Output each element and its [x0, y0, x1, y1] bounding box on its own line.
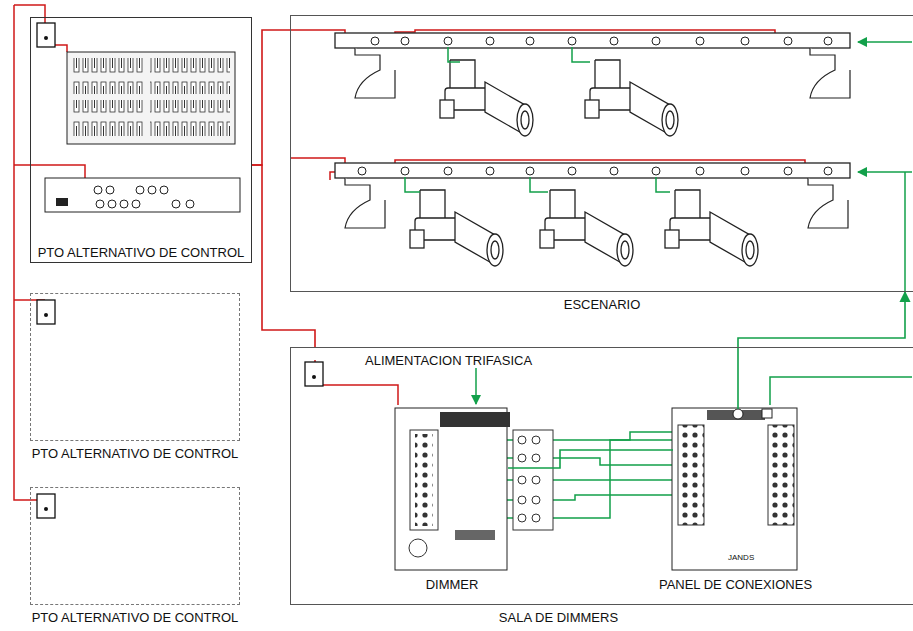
brand-label: JANDS: [728, 553, 754, 562]
power-cable: [738, 292, 905, 409]
area-label: SALA DE DIMMERS: [499, 610, 618, 625]
region-box: DIMMER: [396, 409, 508, 571]
area-label: PTO ALTERNATIVO DE CONTROL: [32, 446, 239, 461]
region-box: PTO ALTERNATIVO DE CONTROL: [30, 293, 240, 441]
control-cable: [252, 30, 290, 165]
control-cable: [252, 165, 315, 347]
area-label: DIMMER: [426, 577, 479, 592]
region-box: SALA DE DIMMERSDIMMERPANEL DE CONEXIONES: [290, 347, 913, 605]
area-label: PANEL DE CONEXIONES: [659, 577, 812, 592]
region-box: PTO ALTERNATIVO DE CONTROL: [30, 487, 240, 605]
power-label: ALIMENTACION TRIFASICA: [365, 353, 532, 368]
area-label: ESCENARIO: [564, 297, 641, 312]
region-box: PANEL DE CONEXIONES: [673, 409, 798, 571]
region-box: ESCENARIO: [290, 15, 913, 292]
area-label: PTO ALTERNATIVO DE CONTROL: [32, 610, 239, 625]
area-label: PTO ALTERNATIVO DE CONTROL: [38, 245, 245, 260]
region-box: PTO ALTERNATIVO DE CONTROL: [30, 17, 252, 263]
power-cable: [508, 450, 673, 468]
